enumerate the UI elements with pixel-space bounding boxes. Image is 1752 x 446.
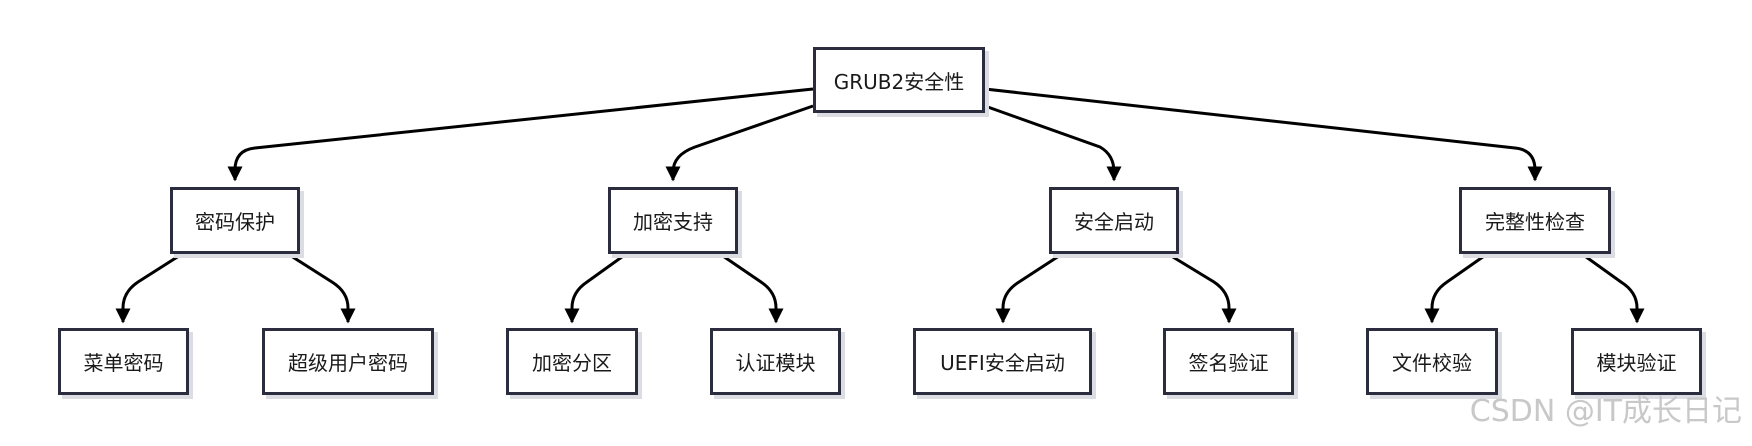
edge-root-encryption (665, 104, 814, 182)
watermark: CSDN @IT成长日记 (1469, 394, 1742, 429)
node-secure-boot: 安全启动 (1049, 187, 1179, 254)
node-uefi-secure-boot: UEFI安全启动 (913, 328, 1092, 395)
edge-secureboot-signature (1167, 252, 1237, 324)
edge-password-menu (115, 252, 183, 324)
edge-integrity-file (1424, 252, 1488, 324)
node-module-verification: 模块验证 (1571, 328, 1702, 395)
edge-integrity-module (1581, 252, 1645, 324)
node-encrypted-partition: 加密分区 (506, 328, 638, 395)
node-file-verification: 文件校验 (1366, 328, 1498, 395)
edge-secureboot-uefi (995, 252, 1063, 324)
node-encryption-support: 加密支持 (608, 187, 738, 254)
node-root: GRUB2安全性 (813, 47, 985, 113)
node-menu-password: 菜单密码 (58, 328, 189, 395)
edge-root-secureboot (984, 104, 1122, 182)
node-signature-verification: 签名验证 (1163, 328, 1294, 395)
edges (115, 87, 1645, 324)
node-superuser-password: 超级用户密码 (262, 328, 434, 395)
edge-encryption-auth (719, 252, 784, 324)
edge-root-integrity (984, 87, 1543, 182)
edge-root-password (227, 87, 814, 182)
edge-encryption-partition (564, 252, 627, 324)
node-password-protection: 密码保护 (170, 187, 300, 254)
node-integrity-check: 完整性检查 (1459, 187, 1611, 254)
edge-password-superuser (287, 252, 356, 324)
node-auth-module: 认证模块 (710, 328, 841, 395)
